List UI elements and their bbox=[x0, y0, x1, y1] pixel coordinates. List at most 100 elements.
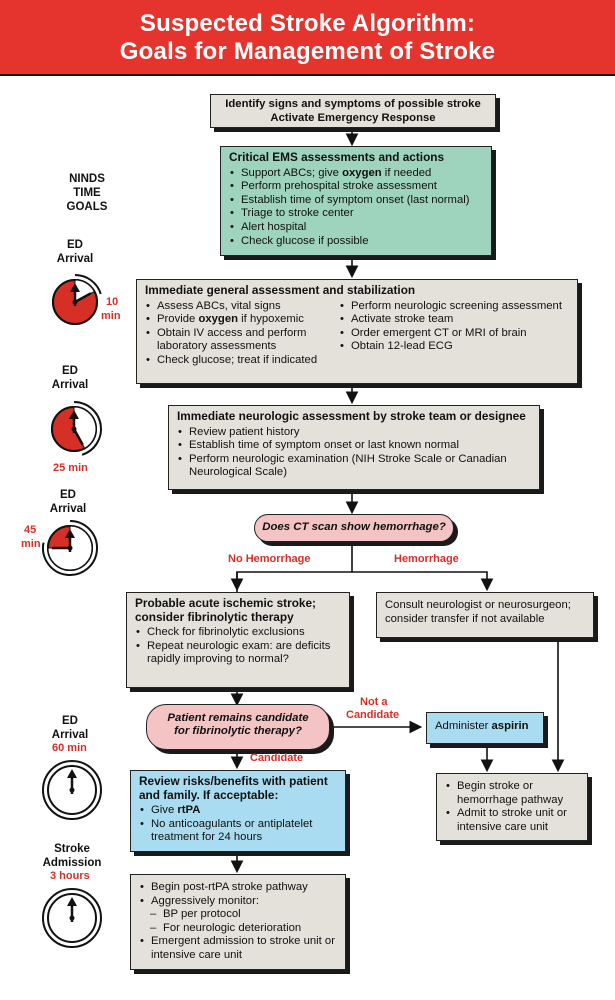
clock-2-label: ED Arrival bbox=[40, 364, 100, 392]
candidate-decision: Patient remains candidate for fibrinolyt… bbox=[146, 704, 330, 750]
not-a-label: Not a bbox=[360, 696, 388, 708]
candidate-decision-line-2: for fibrinolytic therapy? bbox=[174, 725, 302, 737]
arrow-hemorrhage bbox=[236, 571, 494, 592]
ninds-heading-line-1: NINDS bbox=[69, 173, 105, 185]
clock-ring bbox=[42, 888, 102, 948]
clock-elapsed bbox=[74, 279, 95, 303]
title-line-2: Goals for Management of Stroke bbox=[119, 38, 496, 65]
title-line-1: Suspected Stroke Algorithm: bbox=[139, 10, 476, 37]
post-rtpa-subitem: BP per protocol bbox=[139, 908, 337, 922]
general-assessment-box: Immediate general assessment and stabili… bbox=[136, 279, 578, 384]
post-rtpa-item: Aggressively monitor: bbox=[139, 895, 337, 909]
clock-arc bbox=[73, 401, 102, 456]
clock-center bbox=[67, 545, 73, 551]
not-candidate-label: Candidate bbox=[346, 709, 400, 721]
identify-line-1: Identify signs and symptoms of possible … bbox=[225, 98, 481, 110]
no-hemorrhage-label: No Hemorrhage bbox=[228, 553, 311, 565]
clock-arc bbox=[42, 520, 98, 576]
ninds-heading-line-3: GOALS bbox=[66, 201, 108, 213]
candidate-label: Candidate bbox=[250, 752, 304, 764]
identify-line-2: Activate Emergency Response bbox=[270, 111, 436, 124]
ems-item: Establish time of symptom onset (last no… bbox=[229, 194, 483, 208]
ischemic-title: Probable acute ischemic stroke; consider… bbox=[135, 596, 316, 624]
title-banner: Suspected Stroke Algorithm: Goals for Ma… bbox=[0, 0, 615, 76]
clock-1-time-2: min bbox=[101, 310, 121, 322]
clock-5-icon bbox=[42, 888, 102, 948]
general-item: Provide oxygen if hypoxemic bbox=[145, 313, 335, 327]
hemorrhage-label: Hemorrhage bbox=[394, 553, 459, 565]
post-rtpa-box: Begin post-rtPA stroke pathway Aggressiv… bbox=[130, 874, 346, 970]
general-item: Order emergent CT or MRI of brain bbox=[339, 327, 567, 341]
ischemic-item: Repeat neurologic exam: are deficits rap… bbox=[135, 640, 341, 667]
ninds-heading: NINDS TIME GOALS bbox=[52, 172, 122, 214]
post-rtpa-item: Begin post-rtPA stroke pathway bbox=[139, 881, 337, 895]
neuro-item: Perform neurologic examination (NIH Stro… bbox=[177, 453, 531, 480]
clock-ring bbox=[42, 760, 102, 820]
general-right-list: Perform neurologic screening assessment … bbox=[339, 300, 567, 368]
neuro-item: Review patient history bbox=[177, 426, 531, 440]
ninds-heading-line-2: TIME bbox=[73, 187, 101, 199]
clock-4-label-2: Arrival bbox=[51, 729, 89, 741]
post-rtpa-subitem: For neurologic deterioration bbox=[139, 922, 337, 936]
clock-5-label-1: Stroke bbox=[54, 843, 90, 855]
clock-center bbox=[72, 299, 78, 305]
clock-1-label-2: Arrival bbox=[56, 253, 94, 265]
clock-3-label: ED Arrival bbox=[38, 488, 98, 516]
clock-center bbox=[69, 787, 75, 793]
stroke-pathway-box: Begin stroke or hemorrhage pathway Admit… bbox=[436, 773, 588, 841]
clock-1-label-1: ED bbox=[67, 239, 83, 251]
ischemic-stroke-box: Probable acute ischemic stroke; consider… bbox=[126, 592, 350, 688]
identify-box: Identify signs and symptoms of possible … bbox=[210, 94, 496, 128]
clock-hand-tip bbox=[67, 897, 77, 906]
ischemic-item: Check for fibrinolytic exclusions bbox=[135, 626, 341, 640]
clock-arc bbox=[74, 274, 102, 295]
general-item: Check glucose; treat if indicated bbox=[145, 354, 335, 368]
clock-hand-tip bbox=[69, 410, 79, 419]
clock-2-label-1: ED bbox=[62, 365, 78, 377]
aspirin-box: Administer aspirin bbox=[426, 712, 544, 744]
clock-hand bbox=[74, 292, 92, 304]
general-item: Obtain 12-lead ECG bbox=[339, 340, 567, 354]
general-title: Immediate general assessment and stabili… bbox=[145, 283, 416, 297]
clock-hand-tip bbox=[65, 529, 75, 538]
ems-assessment-box: Critical EMS assessments and actions Sup… bbox=[220, 146, 492, 256]
clock-3-label-2: Arrival bbox=[49, 503, 87, 515]
clock-4-label: ED Arrival bbox=[40, 714, 100, 742]
general-item: Activate stroke team bbox=[339, 313, 567, 327]
ems-item: Alert hospital bbox=[229, 221, 483, 235]
clock-center bbox=[71, 426, 77, 432]
clock-4-icon bbox=[42, 760, 102, 820]
general-item: Perform neurologic screening assessment bbox=[339, 300, 567, 314]
clock-hand-tip bbox=[70, 283, 80, 292]
candidate-decision-line-1: Patient remains candidate bbox=[167, 712, 309, 724]
clock-hand bbox=[72, 428, 84, 446]
neuro-assessment-box: Immediate neurologic assessment by strok… bbox=[168, 405, 540, 490]
clock-3-time-2: min bbox=[21, 538, 41, 550]
review-title: Review risks/benefits with patient and f… bbox=[139, 774, 328, 802]
ems-item: Check glucose if possible bbox=[229, 235, 483, 249]
review-item: No anticoagulants or antiplatelet treatm… bbox=[139, 818, 337, 845]
clock-3-label-1: ED bbox=[60, 489, 76, 501]
clock-4-label-1: ED bbox=[62, 715, 78, 727]
general-item: Obtain IV access and perform laboratory … bbox=[145, 327, 335, 354]
clock-1-label: ED Arrival bbox=[40, 238, 110, 266]
neuro-item: Establish time of symptom onset or last … bbox=[177, 439, 531, 453]
pathway-item: Begin stroke or hemorrhage pathway bbox=[445, 780, 579, 807]
clock-5-time: 3 hours bbox=[50, 870, 90, 882]
ems-item: Support ABCs; give oxygen if needed bbox=[229, 167, 483, 181]
consult-box: Consult neurologist or neurosurgeon; con… bbox=[376, 592, 594, 638]
review-risks-box: Review risks/benefits with patient and f… bbox=[130, 770, 346, 852]
ems-item: Triage to stroke center bbox=[229, 207, 483, 221]
ems-title: Critical EMS assessments and actions bbox=[229, 150, 445, 164]
clock-5-label-2: Admission bbox=[42, 857, 102, 869]
clock-1-time-1: 10 bbox=[106, 296, 119, 308]
clock-hand-tip bbox=[67, 769, 77, 778]
pathway-item: Admit to stroke unit or intensive care u… bbox=[445, 807, 579, 834]
ct-decision: Does CT scan show hemorrhage? bbox=[254, 514, 454, 542]
clock-center bbox=[69, 915, 75, 921]
clock-3-icon bbox=[42, 520, 98, 576]
clock-2-label-2: Arrival bbox=[51, 379, 89, 391]
clock-2-icon bbox=[51, 401, 102, 456]
aspirin-text: Administer bbox=[435, 720, 492, 732]
